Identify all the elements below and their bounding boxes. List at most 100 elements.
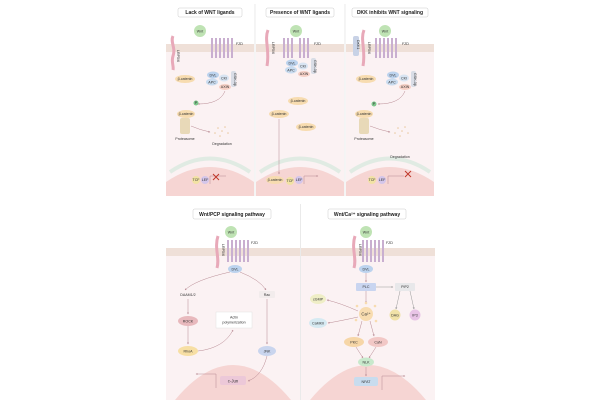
node-label: TCF (287, 179, 295, 183)
node-label: LRP5/6 (367, 42, 371, 54)
node-label: GSK-3β (233, 73, 237, 86)
node-label: Ca²⁺ (361, 312, 370, 317)
node-label: Wnt (363, 230, 369, 234)
fzd-label: FZD (236, 42, 243, 46)
node-label: LEF (379, 178, 386, 182)
node-label: P (195, 101, 198, 105)
node-label: DVL (210, 73, 217, 77)
lrp-receptor (265, 29, 270, 67)
node-label: CKI (300, 64, 306, 68)
node-label: NLK (363, 360, 371, 364)
node-label: PKC (350, 340, 358, 344)
node-label: Wnt/Ca²⁺ signaling pathway (334, 212, 400, 218)
node-label: RhoA (184, 349, 194, 353)
node-label: Degradation (212, 142, 232, 146)
node-label: β-catenin (268, 178, 283, 182)
node-label: P (373, 102, 376, 106)
cell-membrane (346, 44, 434, 52)
node-label: FZD (314, 42, 321, 46)
node-label: LRP5/6 (221, 244, 225, 256)
node-label: NFAT (362, 380, 372, 384)
node-label: LEF (296, 178, 303, 182)
node-label: β-catenin (291, 99, 306, 103)
node-label: APC (208, 80, 216, 84)
proteasome (180, 118, 190, 134)
panel-title: DKK inhibits WNT signaling (357, 10, 423, 16)
nucleus (346, 167, 434, 196)
node-label: DVL (232, 267, 239, 271)
node-label: Wnt (293, 29, 299, 33)
node-label: FZD (386, 241, 393, 245)
node-label: ROCK (183, 319, 194, 323)
lrp-receptor (170, 35, 176, 71)
node-label: LEF (202, 178, 209, 182)
node-label: Proteasome (175, 137, 194, 141)
node-label: DAG (391, 313, 399, 317)
node-label: β-catenin (178, 77, 193, 81)
node-label: APC (287, 68, 295, 72)
axin (219, 84, 231, 90)
node-label: TCF (193, 178, 201, 182)
node-label: Degradation (390, 155, 410, 159)
node-label: β-catenin (272, 112, 287, 116)
ck1 (219, 74, 229, 82)
node-label: Wnt (382, 29, 388, 33)
node-label: LRP5/6 (271, 42, 275, 54)
node-label: β-catenin (359, 77, 374, 81)
node-label: Rac (264, 293, 271, 297)
wnt-label: Wnt (197, 29, 203, 33)
node-label: Wnt (228, 230, 234, 234)
node-label: c-Jun (228, 379, 239, 384)
node-label: β-catenin (299, 125, 314, 129)
lef (201, 176, 209, 184)
node-label: AXIN (401, 85, 410, 89)
node-label: FZD (402, 42, 409, 46)
panel-title: Presence of WNT ligands (270, 10, 330, 16)
panel-3-content: DKK inhibits WNT signaling DKK1 LRP5/6 W… (351, 7, 429, 184)
dkk1 (353, 36, 359, 56)
node-label: FZD (251, 241, 258, 245)
phosphate (193, 100, 199, 106)
panel-lack-of-wnt (166, 4, 254, 196)
fzd-receptor (211, 38, 233, 58)
cell-membrane (166, 44, 254, 52)
node-label: PIP2 (401, 285, 409, 289)
pcp-content: Wnt/PCP signaling pathway LRP5/6 Wnt FZD… (178, 208, 276, 388)
node-label: DKK1 (356, 40, 360, 49)
node-label: AXIN (221, 85, 230, 89)
wnt-ligand (194, 25, 206, 37)
node-label: β-catenin (179, 112, 194, 116)
calcium-content: Wnt/Ca²⁺ signaling pathway LRP5/6 Wnt FZ… (309, 208, 421, 390)
node-label: APC (388, 80, 396, 84)
fzd-receptor (283, 38, 309, 58)
panel-2-content: Presence of WNT ligands LRP5/6 Wnt FZD D… (265, 7, 335, 185)
panel-title-box (177, 7, 243, 18)
node-label: β-catenin (357, 112, 372, 116)
gsk3b (231, 71, 236, 87)
node-label: CKI (401, 76, 407, 80)
block-icon (212, 173, 220, 181)
wnt-ligand (290, 25, 302, 37)
node-label: TCF (369, 178, 377, 182)
beta-catenin-phosphorylated (177, 110, 195, 118)
beta-catenin (175, 75, 195, 83)
node-label: PLC (363, 285, 370, 289)
node-label: cGMP (313, 297, 324, 301)
node-label: LRP5/6 (358, 244, 362, 256)
node-label: DVL (390, 73, 397, 77)
panel-1-content: Lack of WNT ligands LRP5/6 Wnt FZD β-cat… (170, 7, 243, 184)
node-label: CaMKII (312, 321, 324, 325)
node-label: AXIN (300, 72, 309, 76)
node-label: DVL (289, 61, 296, 65)
node-label: CKI (221, 76, 227, 80)
node-label: JNK (264, 349, 271, 353)
node-label: GSK-3β (313, 60, 317, 73)
dvl (207, 71, 219, 79)
node-label: Proteasome (354, 137, 373, 141)
node-label: IP3 (412, 313, 417, 317)
node-label: Wnt/PCP signaling pathway (199, 212, 265, 218)
node-label: CaN (374, 340, 382, 344)
node-label: GSK-3β (413, 73, 417, 86)
panel-title: Lack of WNT ligands (185, 10, 234, 16)
